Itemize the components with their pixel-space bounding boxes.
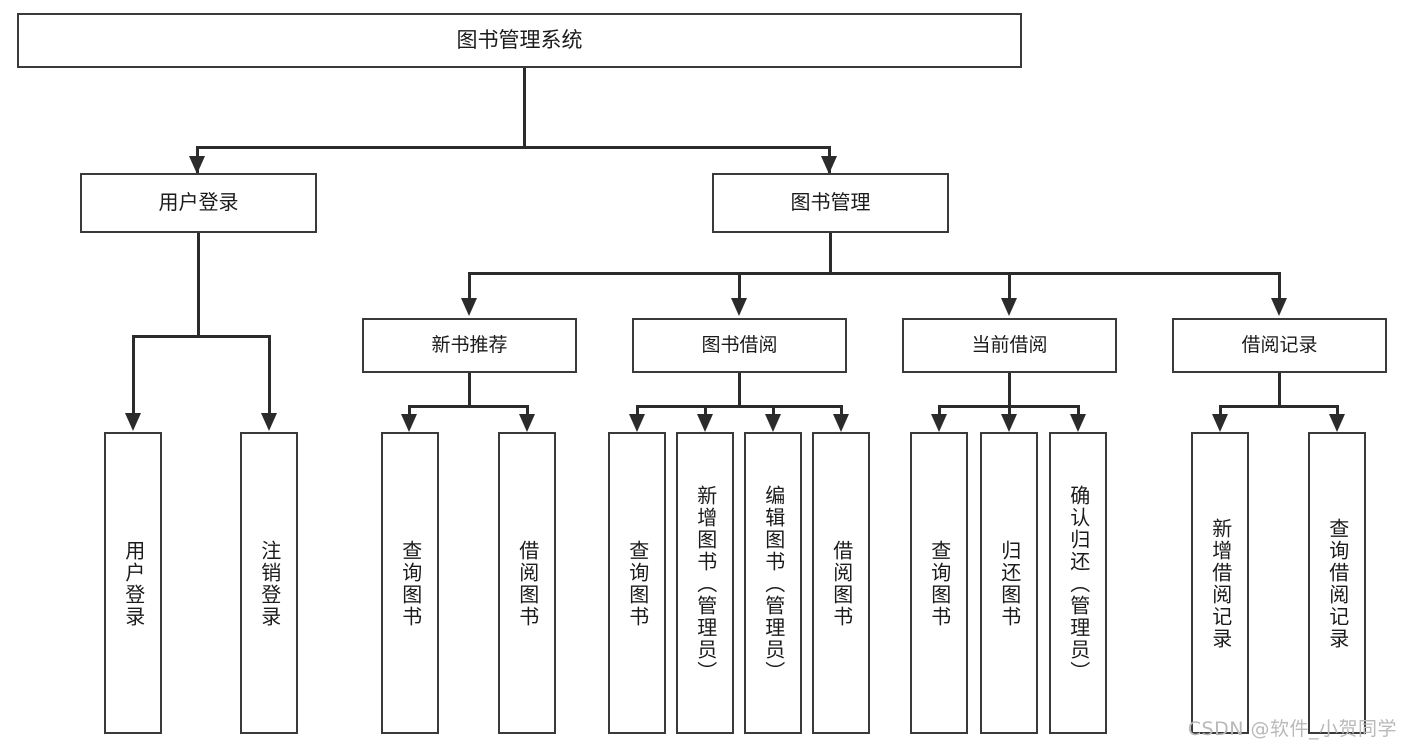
connector-root-bus (196, 146, 830, 149)
arrowhead-root-to-book-management (821, 156, 837, 174)
node-label: 注销登录 (257, 540, 282, 628)
leaf-current-borrow-2[interactable]: 归还图书 (980, 432, 1038, 734)
arrowhead-root-to-user-login (189, 156, 205, 174)
arrowhead-user-login-to-leaf-1 (125, 413, 141, 431)
arrowhead-br-to-leaf-1 (1212, 414, 1228, 432)
node-label: 确认归还（管理员） (1066, 485, 1091, 683)
leaf-book-borrow-2[interactable]: 新增图书（管理员） (676, 432, 734, 734)
node-book-borrow[interactable]: 图书借阅 (632, 318, 847, 373)
arrowhead-bb-to-leaf-1 (629, 414, 645, 432)
node-label: 用户登录 (121, 540, 146, 628)
node-label: 借阅记录 (1241, 334, 1318, 357)
connector-book-management-stem (829, 233, 832, 274)
node-label: 新书推荐 (431, 334, 508, 357)
arrowhead-cb-to-leaf-2 (1001, 414, 1017, 432)
connector-user-login-to-leaf-1 (132, 335, 135, 419)
node-label: 图书管理 (790, 190, 871, 215)
node-label: 新增图书（管理员） (693, 485, 718, 683)
arrowhead-bm-to-current-borrow (1001, 298, 1017, 316)
node-new-book-recommend[interactable]: 新书推荐 (362, 318, 577, 373)
node-label: 用户登录 (158, 190, 239, 215)
connector-book-borrow-bus (636, 405, 842, 408)
leaf-book-borrow-4[interactable]: 借阅图书 (812, 432, 870, 734)
leaf-new-book-recommend-2[interactable]: 借阅图书 (498, 432, 556, 734)
node-label: 编辑图书（管理员） (761, 485, 786, 683)
leaf-book-borrow-3[interactable]: 编辑图书（管理员） (744, 432, 802, 734)
connector-borrow-records-bus (1219, 405, 1339, 408)
connector-bm-to-book-borrow (738, 272, 741, 304)
arrowhead-br-to-leaf-2 (1329, 414, 1345, 432)
node-label: 查询图书 (625, 540, 650, 628)
connector-bm-to-borrow-records (1278, 272, 1281, 304)
node-label: 查询借阅记录 (1325, 518, 1350, 650)
arrowhead-bm-to-borrow-records (1271, 298, 1287, 316)
connector-user-login-stem (197, 233, 200, 337)
arrowhead-bm-to-book-borrow (731, 298, 747, 316)
node-label: 借阅图书 (829, 540, 854, 628)
arrowhead-user-login-to-leaf-2 (261, 413, 277, 431)
arrowhead-bm-to-new-book (461, 298, 477, 316)
connector-borrow-records-stem (1278, 373, 1281, 407)
arrowhead-nb-to-leaf-2 (519, 414, 535, 432)
connector-root-stem (523, 68, 526, 148)
node-label: 归还图书 (997, 540, 1022, 628)
arrowhead-cb-to-leaf-3 (1070, 414, 1086, 432)
node-label: 图书管理系统 (456, 28, 583, 53)
connector-book-management-bus (468, 272, 1279, 275)
node-borrow-records[interactable]: 借阅记录 (1172, 318, 1387, 373)
leaf-current-borrow-1[interactable]: 查询图书 (910, 432, 968, 734)
node-label: 新增借阅记录 (1208, 518, 1233, 650)
leaf-user-login-2[interactable]: 注销登录 (240, 432, 298, 734)
node-label: 查询图书 (398, 540, 423, 628)
arrowhead-bb-to-leaf-3 (765, 414, 781, 432)
arrowhead-bb-to-leaf-2 (697, 414, 713, 432)
node-label: 借阅图书 (515, 540, 540, 628)
node-label: 当前借阅 (971, 334, 1048, 357)
arrowhead-nb-to-leaf-1 (401, 414, 417, 432)
node-root-book-management-system[interactable]: 图书管理系统 (17, 13, 1022, 68)
arrowhead-bb-to-leaf-4 (833, 414, 849, 432)
leaf-new-book-recommend-1[interactable]: 查询图书 (381, 432, 439, 734)
arrowhead-cb-to-leaf-1 (931, 414, 947, 432)
connector-current-borrow-stem (1008, 373, 1011, 407)
node-user-login[interactable]: 用户登录 (80, 173, 317, 233)
connector-new-book-stem (468, 373, 471, 407)
connector-book-borrow-stem (738, 373, 741, 407)
connector-user-login-bus (132, 335, 270, 338)
leaf-current-borrow-3[interactable]: 确认归还（管理员） (1049, 432, 1107, 734)
leaf-borrow-records-2[interactable]: 查询借阅记录 (1308, 432, 1366, 734)
connector-new-book-bus (408, 405, 529, 408)
connector-bm-to-new-book (468, 272, 471, 304)
node-book-management[interactable]: 图书管理 (712, 173, 949, 233)
node-label: 查询图书 (927, 540, 952, 628)
leaf-book-borrow-1[interactable]: 查询图书 (608, 432, 666, 734)
connector-bm-to-current-borrow (1008, 272, 1011, 304)
node-label: 图书借阅 (701, 334, 778, 357)
connector-user-login-to-leaf-2 (268, 335, 271, 419)
leaf-user-login-1[interactable]: 用户登录 (104, 432, 162, 734)
watermark-text: CSDN @软件_小贺同学 (1187, 718, 1397, 740)
node-current-borrow[interactable]: 当前借阅 (902, 318, 1117, 373)
leaf-borrow-records-1[interactable]: 新增借阅记录 (1191, 432, 1249, 734)
